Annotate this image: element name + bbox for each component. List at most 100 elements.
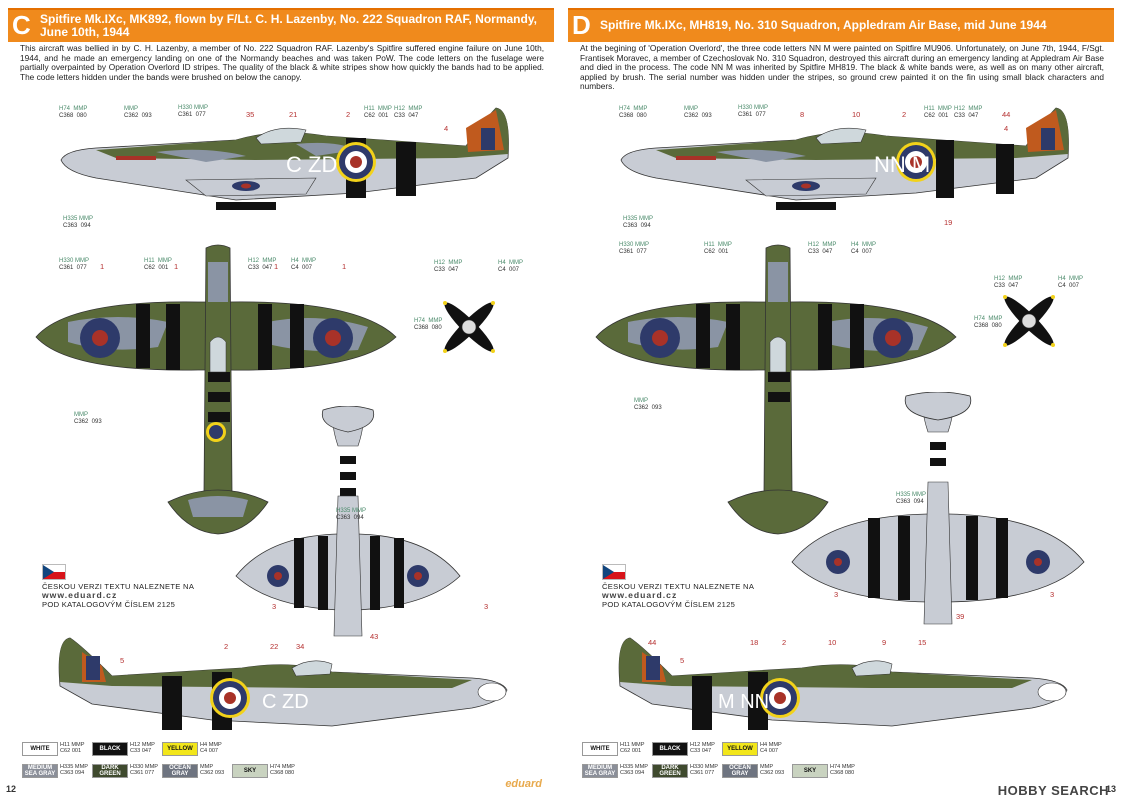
- callout-35: 35: [246, 110, 255, 119]
- callout-1c: 1: [274, 262, 279, 271]
- swatch-dark-green-r: DARK GREEN: [652, 764, 688, 778]
- callout-r-2b: 2: [782, 638, 787, 647]
- label-r-top-h4: H4 MMP C4 007: [851, 242, 877, 255]
- propeller-right: [1003, 295, 1055, 347]
- swatch-black-r: BLACK: [652, 742, 688, 756]
- label-h11: H11 MMP C62 001: [364, 106, 392, 119]
- hobbysearch-watermark: HOBBY SEARCH: [997, 783, 1109, 798]
- label-r-h74: H74 MMP C368 080: [619, 106, 648, 119]
- swatch-ocean-gray: OCEAN GRAY: [162, 764, 198, 778]
- swatch-yellow-r: YELLOW: [722, 742, 758, 756]
- page-number-right: 13: [1105, 784, 1116, 794]
- callout-r-5: 5: [680, 656, 685, 665]
- callout-r-15: 15: [918, 638, 927, 647]
- callout-2: 2: [346, 110, 351, 119]
- callout-r-10b: 10: [828, 638, 837, 647]
- label-r-bottom-h335: H335 MMP C363 094: [896, 492, 927, 505]
- spitfire-right-top-view: [595, 244, 957, 535]
- label-top-h4: H4 MMP C4 007: [291, 258, 317, 271]
- callout-r-8: 8: [800, 110, 805, 119]
- fuselage-code-letters-2: C ZD: [262, 691, 309, 713]
- spitfire-right-other-side-view: M NN: [618, 637, 1068, 730]
- czech-flag: [42, 564, 66, 580]
- czech-note-site[interactable]: www.eduard.cz: [42, 590, 118, 600]
- label-h335: H335 MMP C363 094: [63, 216, 94, 229]
- label-top-c362: MMP C362 093: [74, 412, 102, 425]
- label-prop-h12: H12 MMP C33 047: [434, 260, 463, 273]
- label-h12: H12 MMP C33 047: [394, 106, 423, 119]
- label-top-h12: H12 MMP C33 047: [248, 258, 277, 271]
- callout-r-10: 10: [852, 110, 861, 119]
- page-number-left: 12: [6, 784, 17, 794]
- callout-21: 21: [289, 110, 298, 119]
- callout-34: 34: [296, 642, 305, 651]
- callout-3a: 3: [272, 602, 277, 611]
- callout-r-3a: 3: [834, 590, 839, 599]
- profile-c-header: C Spitfire Mk.IXc, MK892, flown by F/Lt.…: [8, 8, 554, 42]
- eduard-logo: eduard: [505, 778, 542, 790]
- callout-22: 22: [270, 642, 279, 651]
- spitfire-left-bottom-view: [235, 406, 461, 637]
- callout-r-19: 19: [944, 218, 953, 227]
- label-r-prop-h12: H12 MMP C33 047: [994, 276, 1023, 289]
- swatch-sky: SKY: [232, 764, 268, 778]
- profile-d-header: D Spitfire Mk.IXc, MH819, No. 310 Squadr…: [568, 8, 1114, 42]
- swatch-yellow: YELLOW: [162, 742, 198, 756]
- profile-letter: C: [12, 10, 31, 40]
- label-top-h330: H330 MMP C361 077: [59, 258, 90, 271]
- swatch-medium-sea-gray: MEDIUM SEA GRAY: [22, 764, 58, 778]
- label-r-top-h11: H11 MMP C62 001: [704, 242, 732, 255]
- swatch-sky-r: SKY: [792, 764, 828, 778]
- callout-r-9: 9: [882, 638, 887, 647]
- callout-3b: 3: [484, 602, 489, 611]
- fuselage-code-letters-d2: M NN: [718, 691, 769, 713]
- swatch-dark-green: DARK GREEN: [92, 764, 128, 778]
- swatch-white-r: WHITE: [582, 742, 618, 756]
- czech-flag-right: [602, 564, 626, 580]
- label-h330: H330 MMP C361 077: [178, 105, 209, 118]
- label-r-c362: MMP C362 093: [684, 106, 712, 119]
- swatch-ocean-gray-r: OCEAN GRAY: [722, 764, 758, 778]
- label-c362: MMP C362 093: [124, 106, 152, 119]
- profile-title: Spitfire Mk.IXc, MK892, flown by F/Lt. C…: [40, 12, 537, 39]
- callout-43: 43: [370, 632, 379, 641]
- profile-letter-d: D: [572, 10, 591, 40]
- spitfire-left-side-view: C ZD: [60, 107, 509, 210]
- profile-title-d: Spitfire Mk.IXc, MH819, No. 310 Squadron…: [600, 18, 1047, 32]
- label-prop-h74: H74 MMP C368 080: [414, 318, 443, 331]
- czech-note-right: ČESKOU VERZI TEXTU NALEZNETE NA www.edua…: [602, 582, 755, 609]
- spitfire-right-bottom-view: [791, 392, 1085, 625]
- fuselage-code-letters-d: NN M: [874, 152, 930, 177]
- callout-r-44b: 44: [648, 638, 657, 647]
- profile-description: This aircraft was bellied in by C. H. La…: [20, 43, 544, 82]
- spitfire-left-top-view: [35, 244, 397, 535]
- callout-1a: 1: [100, 262, 105, 271]
- label-h74: H74 MMP C368 080: [59, 106, 88, 119]
- label-top-h11: H11 MMP C62 001: [144, 258, 172, 271]
- label-r-top-c362: MMP C362 093: [634, 398, 662, 411]
- spitfire-left-other-side-view: C ZD: [58, 637, 508, 730]
- label-prop-h4: H4 MMP C4 007: [498, 260, 524, 273]
- callout-2b: 2: [224, 642, 229, 651]
- page-right: D Spitfire Mk.IXc, MH819, No. 310 Squadr…: [566, 6, 1116, 794]
- label-r-top-h12: H12 MMP C33 047: [808, 242, 837, 255]
- swatch-white: WHITE: [22, 742, 58, 756]
- czech-note-site-right[interactable]: www.eduard.cz: [602, 590, 678, 600]
- callout-5: 5: [120, 656, 125, 665]
- label-r-h335: H335 MMP C363 094: [623, 216, 654, 229]
- label-r-h12: H12 MMP C33 047: [954, 106, 983, 119]
- callout-1d: 1: [342, 262, 347, 271]
- label-r-h330: H330 MMP C361 077: [738, 105, 769, 118]
- propeller-left: [443, 301, 495, 353]
- page-left: C Spitfire Mk.IXc, MK892, flown by F/Lt.…: [6, 6, 556, 794]
- swatch-medium-sea-gray-r: MEDIUM SEA GRAY: [582, 764, 618, 778]
- label-r-h11: H11 MMP C62 001: [924, 106, 952, 119]
- label-bottom-h335: H335 MMP C363 094: [336, 508, 367, 521]
- fuselage-code-letters: C ZD: [286, 152, 337, 177]
- profile-description-d: At the begining of 'Operation Overlord',…: [580, 43, 1104, 91]
- spitfire-right-side-view: NN M: [620, 107, 1069, 210]
- callout-r-18: 18: [750, 638, 759, 647]
- callout-1b: 1: [174, 262, 179, 271]
